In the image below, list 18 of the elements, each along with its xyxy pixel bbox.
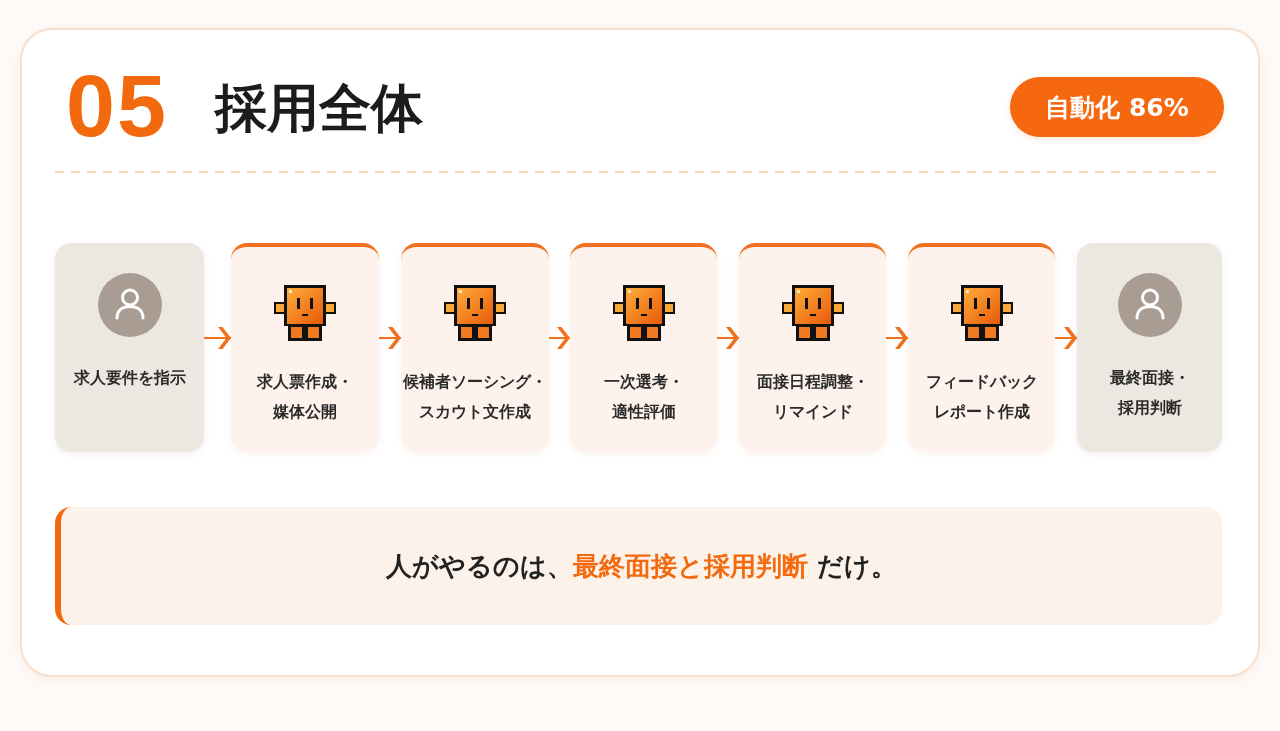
step-card: [908, 243, 1055, 452]
step-label: 候補者ソーシング・スカウト文作成: [402, 372, 548, 423]
title: 採用全体: [215, 78, 423, 138]
step-card: [55, 243, 204, 452]
step-label: 求人要件を指示: [72, 368, 187, 389]
step-card: [1077, 243, 1222, 452]
step-label: フィードバックレポート作成: [924, 372, 1039, 423]
step-label: 一次選考・適性評価: [602, 372, 685, 423]
step-card: [739, 243, 886, 452]
step-card: [231, 243, 379, 452]
percentage-badge: 自動化 86%: [1010, 77, 1224, 137]
step-label: 面接日程調整・リマインド: [755, 372, 870, 423]
step-label: 求人票作成・媒体公開: [255, 372, 354, 423]
step-card: [401, 243, 549, 452]
step-label: 最終面接・採用判断: [1108, 368, 1191, 419]
section-number: 05: [66, 62, 168, 150]
step-card: [570, 243, 717, 452]
summary-banner: 人がやるのは、最終面接と採用判断 だけ。: [55, 507, 1222, 625]
